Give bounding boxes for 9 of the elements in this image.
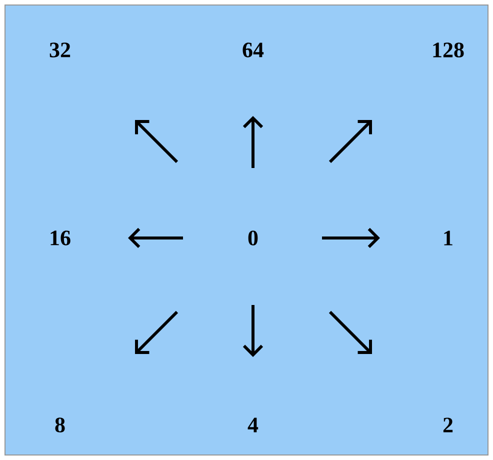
number-label: 8 bbox=[55, 418, 65, 432]
number-label: 64 bbox=[242, 42, 264, 58]
number-label: 0 bbox=[248, 230, 258, 246]
number-label: 4 bbox=[248, 418, 258, 432]
number-label: 2 bbox=[443, 418, 453, 432]
number-label: 16 bbox=[50, 230, 70, 246]
number-label: 32 bbox=[50, 42, 70, 58]
number-label: 128 bbox=[433, 42, 464, 58]
number-label: 1 bbox=[444, 230, 452, 246]
